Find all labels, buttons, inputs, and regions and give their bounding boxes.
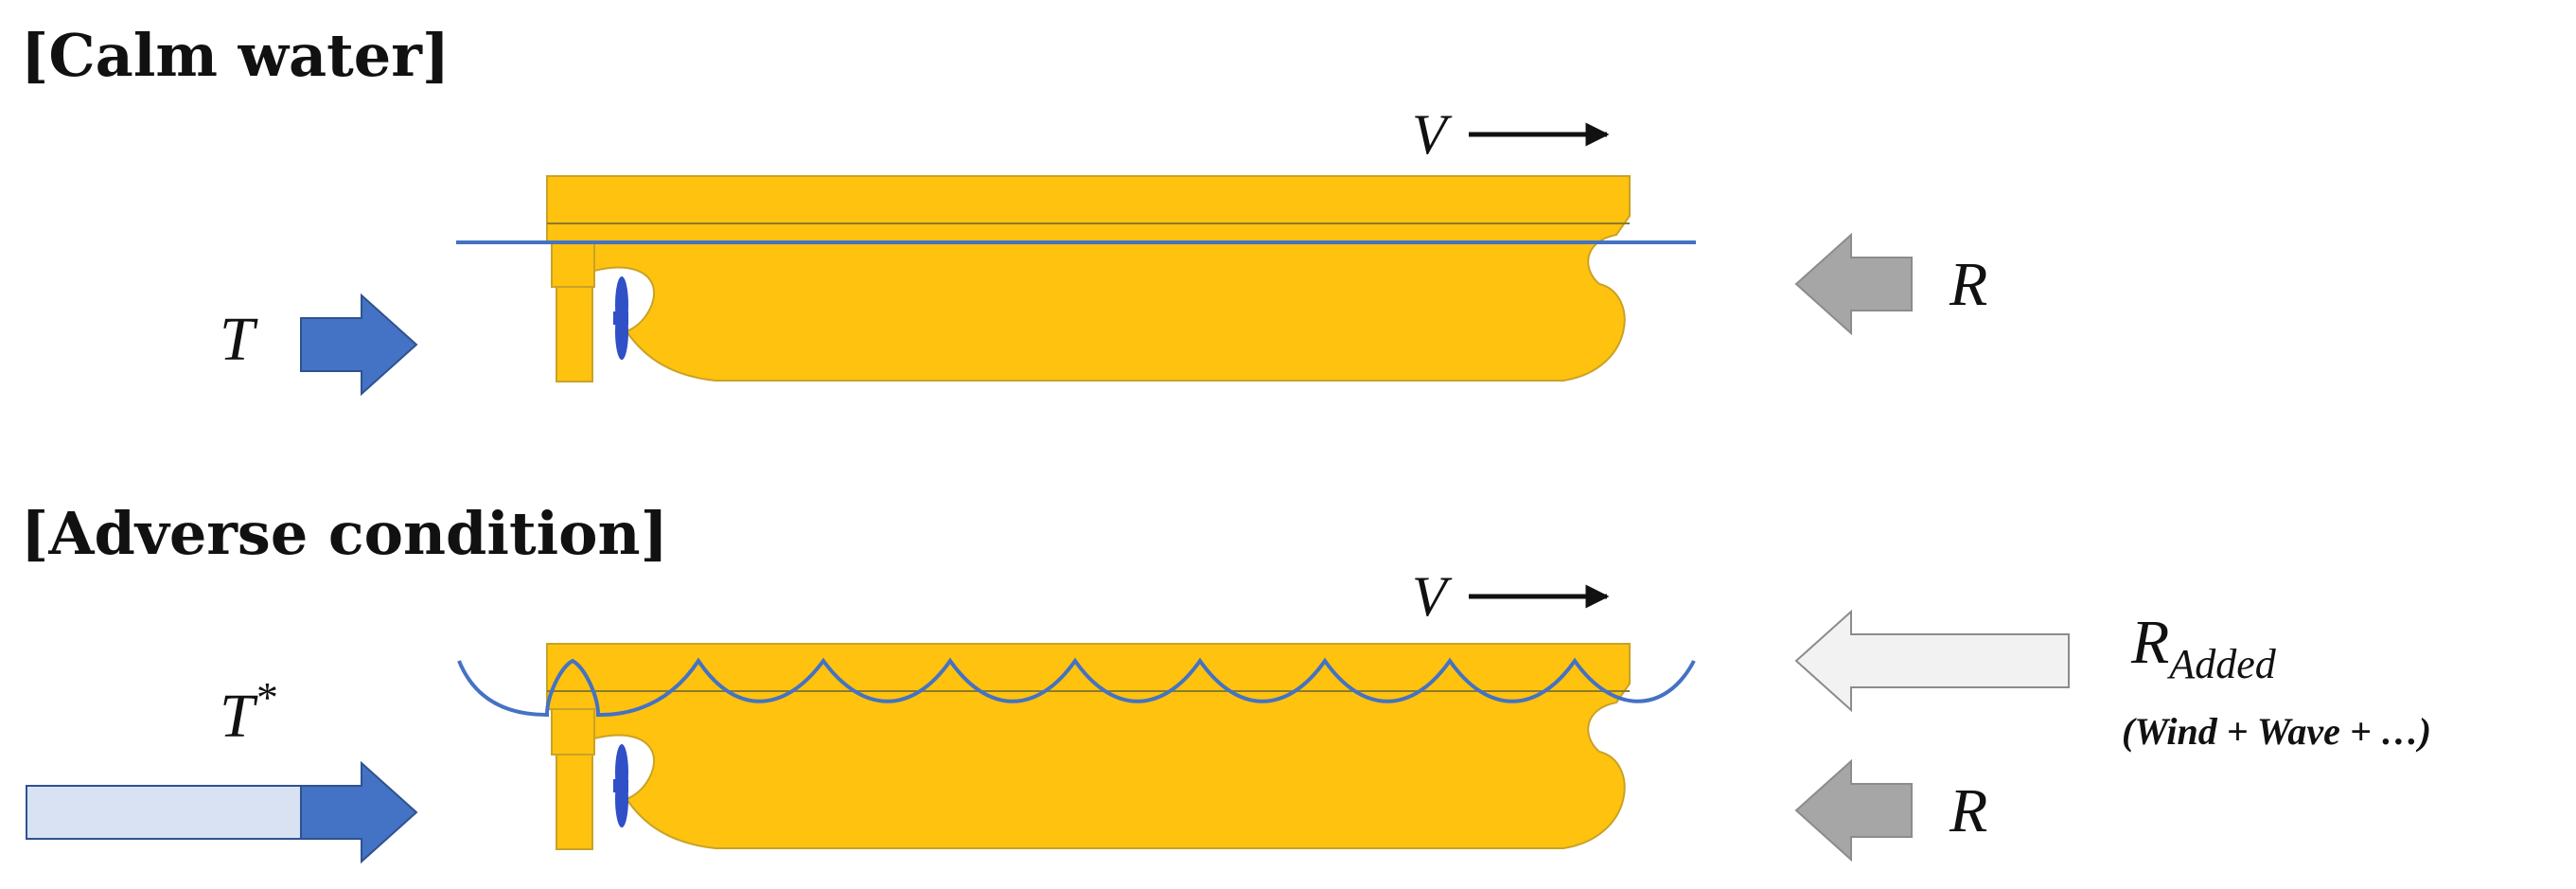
adverse-thrust-arrow — [300, 760, 418, 864]
adverse-rudder-head — [551, 708, 595, 756]
adverse-thrust-label: T* — [220, 673, 276, 751]
adverse-rudder — [556, 754, 593, 850]
adverse-added-resistance-arrow — [1794, 609, 2070, 713]
calm-resistance-arrow — [1794, 232, 1913, 336]
calm-thrust-label: T — [220, 305, 258, 374]
adverse-condition-panel: [Adverse condition] V T* RAdded (Wind + … — [21, 499, 2431, 864]
adverse-added-resistance-label: RAdded — [2130, 608, 2277, 687]
adverse-thrust-extension — [26, 785, 302, 840]
adverse-wave-line — [457, 657, 1696, 718]
adverse-thrust-symbol: T — [220, 682, 258, 751]
adverse-propeller-icon — [613, 744, 628, 827]
adverse-resistance-arrow — [1794, 758, 1913, 862]
adverse-condition-heading: [Adverse condition] — [21, 499, 668, 568]
calm-resistance-label: R — [1949, 250, 1987, 319]
adverse-added-resistance-note: (Wind + Wave + …) — [2122, 710, 2431, 753]
adverse-velocity-label: V — [1412, 565, 1453, 628]
calm-water-panel: [Calm water] V T R — [21, 21, 1987, 397]
calm-ship — [546, 175, 1631, 382]
adverse-resistance-label: R — [1949, 776, 1987, 845]
calm-propeller-icon — [613, 276, 628, 360]
adverse-added-resistance-subscript: Added — [2166, 641, 2276, 687]
adverse-thrust-superscript: * — [255, 673, 276, 721]
calm-thrust-arrow — [300, 293, 418, 397]
adverse-added-resistance-symbol: R — [2130, 608, 2169, 677]
calm-velocity-label: V — [1412, 103, 1453, 166]
calm-water-heading: [Calm water] — [21, 21, 450, 90]
calm-rudder-head — [551, 240, 595, 288]
calm-rudder — [556, 286, 593, 382]
calm-hull — [546, 175, 1631, 382]
